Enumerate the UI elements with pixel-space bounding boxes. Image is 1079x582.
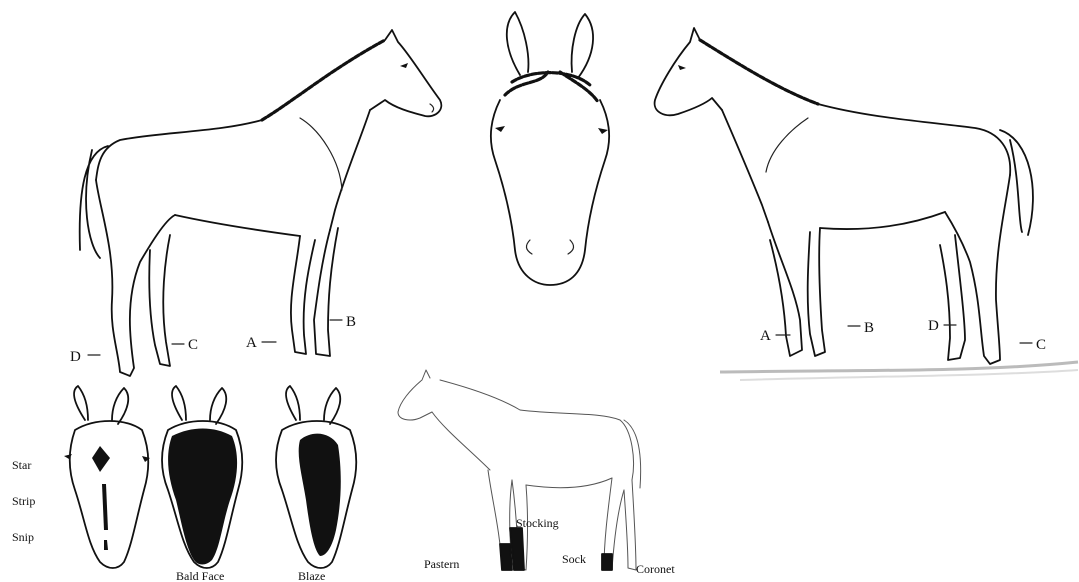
right-label-d: D [928, 318, 939, 334]
face-blaze: Blaze [276, 386, 356, 582]
caption-bald-face: Bald Face [176, 569, 224, 582]
right-label-b: B [864, 320, 874, 336]
label-snip: Snip [12, 530, 34, 544]
face-markings-side-labels: Star Strip Snip [12, 458, 35, 544]
caption-blaze: Blaze [298, 569, 325, 582]
left-label-c: C [188, 337, 198, 353]
left-label-d: D [70, 349, 81, 365]
right-horse-labels: A B D C [760, 318, 1046, 353]
left-label-b: B [346, 314, 356, 330]
label-stocking: Stocking [516, 516, 559, 530]
face-markings-star-strip-snip [64, 386, 150, 568]
right-label-a: A [760, 328, 771, 344]
label-sock: Sock [562, 552, 586, 566]
left-label-a: A [246, 335, 257, 351]
front-head-figure [491, 12, 609, 285]
label-coronet: Coronet [636, 562, 675, 576]
left-horse-figure [80, 30, 442, 376]
label-pastern: Pastern [424, 557, 459, 571]
right-label-c: C [1036, 337, 1046, 353]
leg-markings-horse-figure [398, 370, 641, 570]
gray-streak [720, 362, 1078, 380]
label-star: Star [12, 458, 31, 472]
face-bald-face: Bald Face [162, 386, 242, 582]
label-strip: Strip [12, 494, 35, 508]
right-horse-figure [655, 28, 1033, 364]
leg-markings-labels: Stocking Pastern Sock Coronet [424, 516, 675, 576]
